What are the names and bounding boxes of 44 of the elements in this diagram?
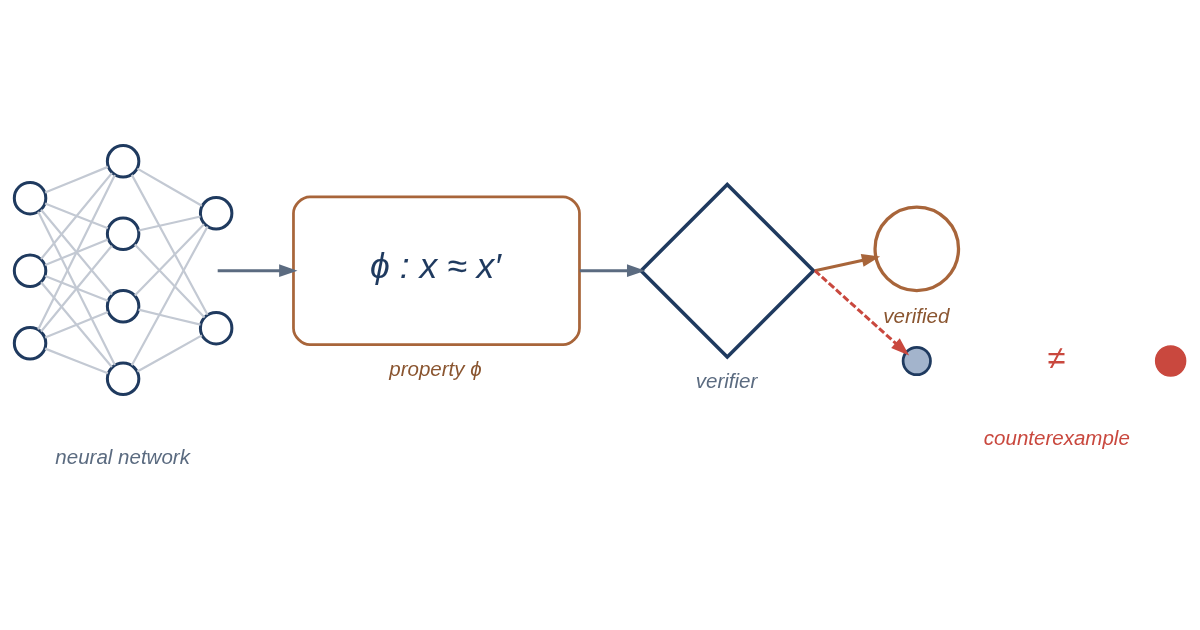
node-label: verified bbox=[883, 303, 950, 327]
node-circle bbox=[198, 195, 234, 230]
connector bbox=[40, 244, 113, 332]
node-circle bbox=[12, 252, 48, 288]
connector bbox=[136, 333, 203, 372]
node-circle bbox=[105, 288, 141, 323]
label: counterexample bbox=[983, 425, 1130, 449]
node-circle bbox=[12, 325, 48, 360]
connector bbox=[44, 274, 109, 302]
node-label: property ϕ bbox=[389, 356, 482, 380]
node-circle bbox=[873, 204, 961, 292]
connector bbox=[138, 214, 201, 232]
arrow bbox=[217, 263, 298, 277]
connector bbox=[40, 208, 113, 295]
arrow bbox=[814, 253, 881, 272]
connector bbox=[44, 165, 109, 194]
node-circle bbox=[12, 180, 48, 215]
connector bbox=[134, 243, 206, 318]
label: neural network bbox=[55, 444, 190, 468]
node-circle bbox=[1154, 344, 1187, 377]
connector bbox=[136, 167, 203, 207]
connector bbox=[130, 225, 209, 366]
connector bbox=[37, 210, 116, 366]
connector bbox=[134, 223, 205, 296]
node-box: ϕ : x ≈ x′ bbox=[292, 194, 581, 346]
label: ≠ bbox=[1047, 338, 1066, 376]
connector bbox=[130, 173, 209, 315]
connector bbox=[44, 310, 109, 339]
node-circle bbox=[198, 310, 234, 345]
connector bbox=[37, 174, 116, 330]
arrow bbox=[813, 269, 910, 355]
connector bbox=[40, 171, 113, 260]
connector bbox=[40, 281, 113, 368]
node-circle bbox=[901, 345, 932, 376]
node-circle bbox=[105, 143, 141, 178]
connector bbox=[44, 237, 109, 266]
connector bbox=[44, 347, 109, 374]
arrow bbox=[579, 263, 646, 277]
node-label: verifier bbox=[695, 368, 758, 392]
node-diamond bbox=[638, 181, 816, 359]
connector bbox=[138, 308, 201, 326]
connector bbox=[44, 202, 109, 229]
node-circle bbox=[105, 216, 141, 251]
node-circle bbox=[105, 361, 141, 396]
